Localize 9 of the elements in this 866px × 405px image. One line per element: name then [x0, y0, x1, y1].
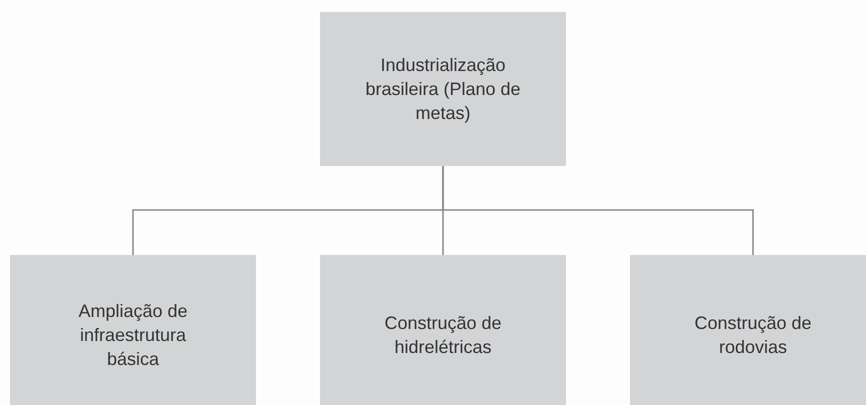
box-text: Industrialização brasileira (Plano de metas) — [364, 54, 522, 125]
box-text: Ampliação de infraestrutura básica — [77, 300, 189, 371]
category-box — [10, 255, 256, 405]
box-text: Construção de hidrelétricas — [383, 312, 503, 359]
box-text: Construção de rodovias — [693, 312, 813, 359]
category-box — [630, 255, 866, 405]
category-box — [320, 255, 566, 405]
category-box — [320, 12, 566, 166]
connector-line — [442, 166, 754, 255]
